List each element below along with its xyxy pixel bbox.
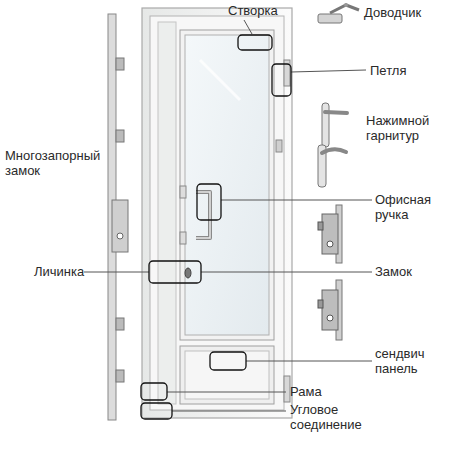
part-label: Рама <box>290 384 322 399</box>
door-closer <box>318 3 359 23</box>
part-label: Створка <box>228 3 278 18</box>
door <box>142 8 292 418</box>
lock-bodies <box>318 205 342 340</box>
callout-frames <box>141 35 291 419</box>
multipoint-lock <box>108 14 128 420</box>
part-label: Угловое соединение <box>290 402 376 432</box>
part-label: Доводчик <box>364 5 421 20</box>
part-label: Офисная ручка <box>375 192 445 222</box>
leader-lines <box>84 20 372 411</box>
part-label: Нажимной гарнитур <box>366 113 444 143</box>
handle-set <box>318 103 347 187</box>
part-label: Замок <box>375 264 412 279</box>
part-label: Петля <box>370 63 406 78</box>
part-label: Личинка <box>34 264 84 279</box>
part-label: Многозапорный замок <box>5 148 103 178</box>
part-label: сендвич панель <box>375 346 445 376</box>
